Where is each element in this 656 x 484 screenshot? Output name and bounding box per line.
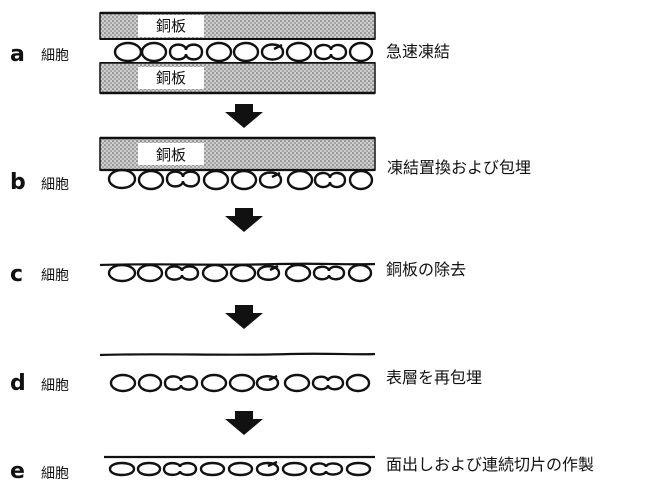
step-d: d 細胞 表層を再包埋 (10, 352, 482, 396)
plate-label: 銅板 (156, 69, 186, 87)
cell-outline-icon (347, 263, 373, 283)
cell-row-c (107, 263, 373, 283)
cell-outline-icon (229, 263, 257, 283)
cell-outline-icon (311, 375, 345, 391)
cell-outline-icon (256, 264, 281, 281)
cell-row-b (107, 168, 374, 191)
cell-row-e (108, 460, 372, 477)
cell-outline-icon (164, 265, 200, 281)
cell-outline-icon (313, 171, 347, 189)
cell-outline-icon (232, 41, 260, 63)
cell-outline-icon (165, 170, 201, 188)
cell-outline-icon (255, 460, 280, 477)
cell-label-b: 細胞 (41, 177, 69, 193)
cell-outline-icon (140, 41, 168, 63)
copper-plate-bottom: 銅板 (99, 62, 376, 95)
cell-label-c: 細胞 (41, 268, 69, 284)
step-c: c 細胞 銅板の除去 (10, 260, 466, 287)
step-description-d: 表層を再包埋 (386, 368, 482, 387)
cell-outline-icon (107, 263, 137, 283)
cell-outline-icon (345, 373, 371, 393)
cell-outline-icon (348, 41, 374, 63)
cell-outline-icon (309, 462, 344, 476)
step-letter-d: d (10, 371, 26, 396)
plate-label: 銅板 (156, 17, 186, 35)
cell-outline-icon (286, 169, 314, 191)
cell-outline-icon (285, 41, 313, 63)
cell-outline-icon (107, 168, 137, 190)
step-b: 銅板 b 細胞 凍結置換および包埋 (10, 136, 531, 195)
cell-outline-icon (201, 263, 229, 283)
cell-outline-icon (260, 43, 285, 61)
cell-outline-icon (199, 461, 226, 477)
cell-outline-icon (113, 41, 143, 63)
down-arrow-icon (225, 208, 263, 232)
cell-outline-icon (284, 263, 312, 283)
cell-outline-icon (258, 171, 283, 189)
cell-outline-icon (162, 461, 198, 477)
cell-outline-icon (136, 461, 162, 477)
cell-outline-icon (168, 43, 204, 61)
step-description-a: 急速凍結 (386, 42, 450, 61)
step-description-e: 面出しおよび連続切片の作製 (386, 455, 594, 474)
cell-outline-icon (348, 169, 374, 191)
cell-outline-icon (137, 373, 163, 393)
copper-plate-top: 銅板 (99, 11, 376, 40)
copper-plate-top: 銅板 (99, 136, 376, 171)
down-arrow-icon (225, 305, 263, 329)
step-e: e 細胞 面出しおよび連続切片の作製 (10, 455, 594, 484)
cell-row-d (109, 373, 371, 393)
step-letter-c: c (10, 262, 23, 287)
cell-outline-icon (136, 263, 164, 283)
cell-outline-icon (109, 373, 137, 393)
cell-label-d: 細胞 (41, 378, 69, 394)
plate-label: 銅板 (156, 146, 186, 164)
down-arrow-icon (225, 411, 263, 435)
cell-outline-icon (312, 265, 346, 281)
step-a: 銅板 a 細胞 銅板 急速凍結 (10, 11, 450, 95)
step-letter-a: a (10, 42, 25, 67)
cell-outline-icon (205, 41, 233, 63)
step-description-c: 銅板の除去 (386, 260, 466, 279)
cell-outline-icon (228, 373, 256, 393)
cell-outline-icon (255, 374, 280, 391)
step-description-b: 凍結置換および包埋 (387, 158, 531, 177)
cell-label-a: 細胞 (41, 48, 69, 64)
cell-outline-icon (283, 373, 311, 393)
cell-outline-icon (345, 461, 372, 477)
step-letter-e: e (10, 459, 25, 484)
cell-label-e: 細胞 (41, 466, 69, 482)
cell-outline-icon (137, 169, 165, 191)
cell-outline-icon (230, 169, 258, 191)
cell-outline-icon (108, 461, 136, 477)
cell-outline-icon (227, 461, 254, 477)
cell-outline-icon (281, 461, 308, 477)
step-letter-b: b (10, 170, 26, 195)
cell-outline-icon (200, 373, 228, 393)
cell-outline-icon (163, 375, 199, 391)
cell-outline-icon (313, 43, 348, 61)
down-arrow-icon (225, 104, 263, 128)
cell-row-a (113, 41, 374, 63)
cell-outline-icon (202, 169, 230, 191)
